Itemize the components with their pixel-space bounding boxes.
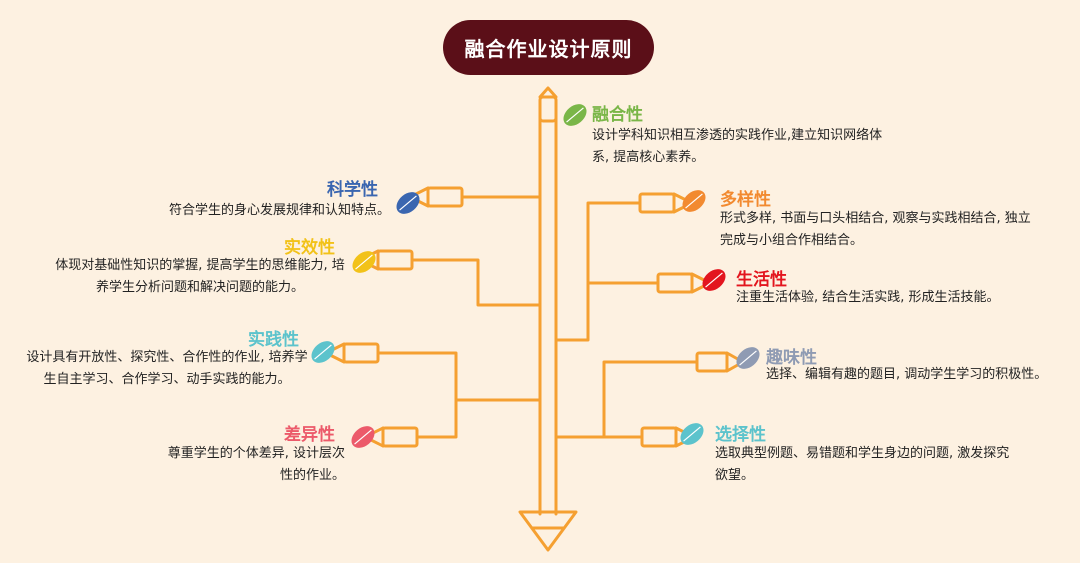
leaf-icon-shixiao — [352, 251, 376, 273]
label-ronghe: 融合性 — [592, 105, 643, 125]
desc-shixiao: 体现对基础性知识的掌握, 提高学生的思维能力, 培养学生分析问题和解决问题的能力… — [55, 258, 345, 295]
central-pencil — [538, 86, 558, 516]
label-duoyang: 多样性 — [720, 190, 771, 210]
desc-kexue: 符合学生的身心发展规律和认知特点。 — [168, 203, 390, 218]
pencil-top — [538, 95, 558, 123]
title-pill: 融合作业设计原则 — [443, 20, 654, 75]
label-shenghuo: 生活性 — [736, 270, 787, 290]
leaf-icon-duoyang — [682, 190, 706, 212]
desc-shijian: 设计具有开放性、探究性、合作性的作业, 培养学生自主学习、合作学习、动手实践的能… — [26, 350, 308, 387]
desc-duoyang: 形式多样, 书面与口头相结合, 观察与实践相结合, 独立完成与小组合作相结合。 — [720, 211, 1031, 248]
desc-xuanze: 选取典型例题、易错题和学生身边的问题, 激发探究欲望。 — [715, 446, 1010, 483]
label-shijian: 实践性 — [248, 330, 299, 350]
pencil-tip — [518, 510, 578, 552]
leaf-icon-xuanze — [680, 423, 704, 445]
leaf-icon-chayi — [351, 426, 375, 448]
leaf-icon-ronghe — [563, 104, 587, 126]
branch-chayi — [415, 398, 458, 439]
small-pencil-shenghuo — [656, 272, 712, 294]
desc-ronghe: 设计学科知识相互渗透的实践作业,建立知识网络体系, 提高核心素养。 — [592, 128, 883, 165]
leaf-icon-kexue — [396, 192, 420, 214]
desc-chayi: 尊重学生的个体差异, 设计层次性的作业。 — [167, 446, 345, 483]
label-kexue: 科学性 — [327, 180, 378, 200]
leaf-icon-shijian — [311, 341, 335, 363]
label-xuanze: 选择性 — [715, 425, 766, 445]
desc-quwei: 选择、编辑有趣的题目, 调动学生学习的积极性。 — [766, 367, 1048, 382]
label-quwei: 趣味性 — [766, 348, 817, 368]
branch-quwei — [554, 360, 699, 439]
leaf-icon-shenghuo — [702, 269, 726, 291]
branch-shijian — [376, 351, 542, 402]
small-pencil-quwei — [695, 351, 745, 373]
desc-shenghuo: 注重生活体验, 结合生活实践, 形成生活技能。 — [736, 290, 1000, 305]
leaf-icon-quwei — [736, 347, 760, 369]
label-shixiao: 实效性 — [284, 238, 335, 258]
branch-shixiao — [410, 258, 542, 307]
branch-duoyang — [554, 201, 642, 342]
page-title: 融合作业设计原则 — [464, 37, 633, 61]
label-chayi: 差异性 — [284, 425, 335, 445]
